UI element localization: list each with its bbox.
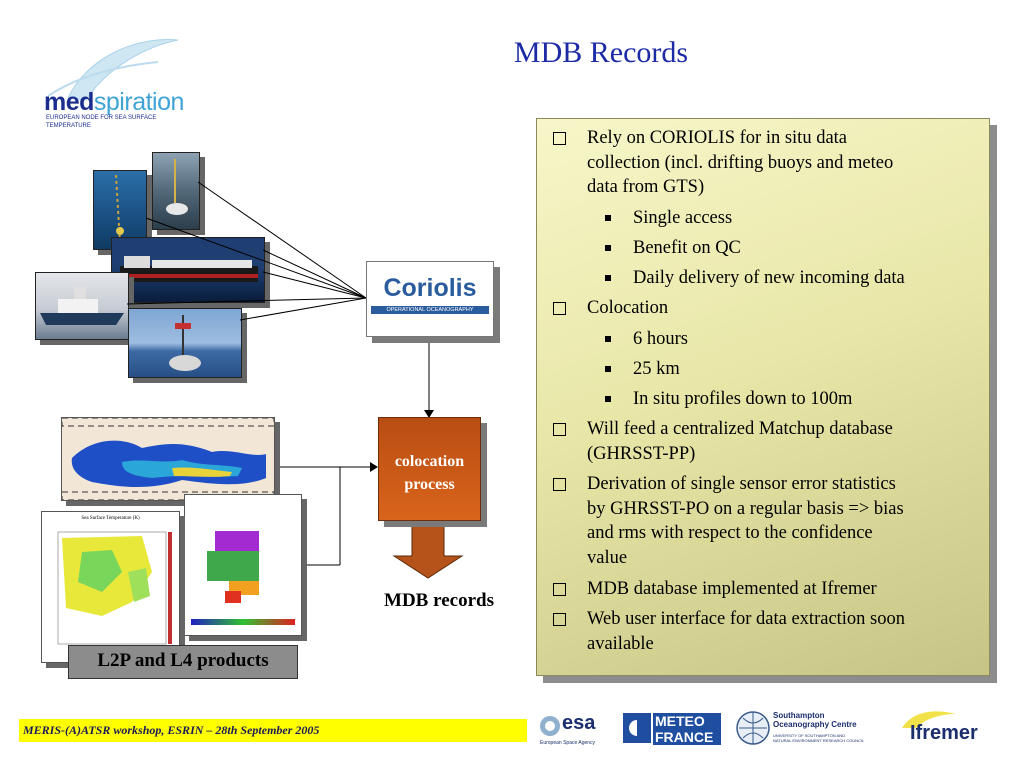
bullet-square-icon [605, 395, 611, 402]
bullet-item-text: Derivation of single sensor error statis… [587, 474, 896, 495]
slide-title: MDB Records [513, 36, 689, 69]
meteo-line-2: FRANCE [655, 729, 714, 745]
bullet-item-text: and rms with respect to the confidence [587, 523, 873, 544]
sst-map-plot [57, 531, 172, 645]
bullet-box-icon [553, 132, 566, 145]
bullet-item-text: Will feed a centralized Matchup database [587, 419, 893, 439]
cargo-ship-photo [111, 237, 265, 303]
logo-spiration: spiration [93, 88, 185, 116]
logo-swoosh-icon [47, 38, 179, 101]
bullet-item-text: (GHRSST-PP) [587, 443, 696, 464]
southampton-globe-icon [736, 711, 770, 745]
vessel-icon [40, 287, 124, 325]
coriolis-label: Coriolis [383, 274, 477, 302]
bullet-box-icon [553, 302, 566, 316]
logo-wordmark: medspiration [44, 88, 184, 117]
bullet-square-icon [605, 335, 611, 342]
bullet-item-text: Web user interface for data extraction s… [587, 609, 906, 630]
meteo-france-emblem-icon [623, 713, 651, 743]
met-buoy-icon [169, 315, 201, 371]
logo-med: med [44, 88, 94, 116]
bullet-item-text: Colocation [587, 298, 669, 319]
buoy-sea-photo [128, 308, 242, 378]
coloc-line-1: colocation [394, 453, 465, 470]
bullet-item-text: MDB database implemented at Ifremer [587, 578, 877, 599]
regional-sst-image [185, 495, 301, 635]
soton-line-2: Oceanography Centre [773, 720, 857, 729]
bullet-item-text: data from GTS) [587, 177, 705, 198]
meteo-wordmark [653, 713, 721, 745]
sub-bullet-item-text: Daily delivery of new incoming data [633, 268, 905, 288]
map-title: Sea Surface Temperature (K) [81, 516, 140, 521]
sub-bullet-item-text: Single access [633, 207, 733, 228]
bullet-box-icon [553, 582, 566, 596]
buoy-icon [166, 159, 188, 215]
footer-text: MERIS-(A)ATSR workshop, ESRIN – 28th Sep… [23, 723, 320, 737]
colocation-process-box: colocation process [378, 417, 481, 521]
mdb-records-label: MDB records [384, 590, 494, 611]
esa-wordmark: esa [562, 712, 596, 734]
meteo-line-1: METEO [655, 713, 705, 729]
footer-bar: MERIS-(A)ATSR workshop, ESRIN – 28th Sep… [19, 719, 527, 742]
medspiration-logo [28, 36, 208, 146]
products-label: L2P and L4 products [97, 650, 269, 671]
mediterranean-sst-map [61, 417, 275, 501]
bullet-item-text: Rely on CORIOLIS for in situ data [587, 128, 848, 148]
bullet-square-icon [605, 275, 611, 281]
bullet-panel: Rely on CORIOLIS for in situ data collect… [536, 118, 990, 676]
research-vessel-photo [35, 272, 129, 340]
sea-surface-temperature-map: Sea Surface Temperature (K) [41, 511, 180, 663]
coriolis-subtitle: OPERATIONAL OCEANOGRAPHY [371, 306, 489, 314]
products-label-box: L2P and L4 products [68, 645, 298, 679]
regional-sst-map [184, 494, 302, 636]
drifting-buoy-photo [93, 170, 147, 250]
ifremer-wave-icon [902, 711, 956, 728]
colocation-process-label: colocation process [379, 450, 480, 496]
esa-logo: esa European Space Agency [538, 712, 612, 750]
bullet-item-text: collection (incl. drifting buoys and met… [587, 152, 894, 173]
bullet-square-icon [605, 365, 611, 372]
sst-map-image [62, 418, 274, 500]
bullet-box-icon [553, 478, 566, 492]
soton-line-3: UNIVERSITY OF SOUTHAMPTON AND [773, 733, 846, 738]
sub-bullet-item-text: In situ profiles down to 100m [633, 388, 853, 409]
sub-bullet-item-text: 25 km [633, 358, 680, 379]
esa-subtitle: European Space Agency [540, 740, 596, 746]
coloc-line-2: process [404, 476, 455, 493]
bullet-item-text: available [587, 633, 654, 654]
soton-line-4: NATURAL ENVIRONMENT RESEARCH COUNCIL [773, 738, 865, 743]
sub-bullet-item-text: Benefit on QC [633, 237, 741, 258]
ifremer-logo: Ifremer [900, 708, 1000, 748]
bullet-box-icon [553, 423, 566, 436]
southampton-logo: Southampton Oceanography Centre UNIVERSI… [735, 710, 895, 748]
esa-globe-icon [540, 716, 560, 736]
ifremer-wordmark: Ifremer [910, 722, 978, 744]
bullet-item-text: value [587, 548, 628, 568]
moored-buoy-photo [152, 152, 200, 230]
bullet-box-icon [553, 613, 566, 627]
bullet-item-text: by GHRSST-PO on a regular basis => bias [587, 498, 904, 519]
bullet-square-icon [605, 244, 611, 251]
logo-subtitle: EUROPEAN NODE FOR SEA SURFACE TEMPERATUR… [46, 115, 157, 129]
bullet-square-icon [605, 214, 611, 221]
cargo-ship-icon [120, 256, 258, 282]
meteo-france-logo: METEO FRANCE [623, 713, 721, 745]
buoy-chain-icon [115, 174, 124, 244]
sub-bullet-item-text: 6 hours [633, 328, 688, 349]
soton-line-1: Southampton [773, 711, 825, 720]
coriolis-box: Coriolis OPERATIONAL OCEANOGRAPHY [366, 261, 494, 337]
